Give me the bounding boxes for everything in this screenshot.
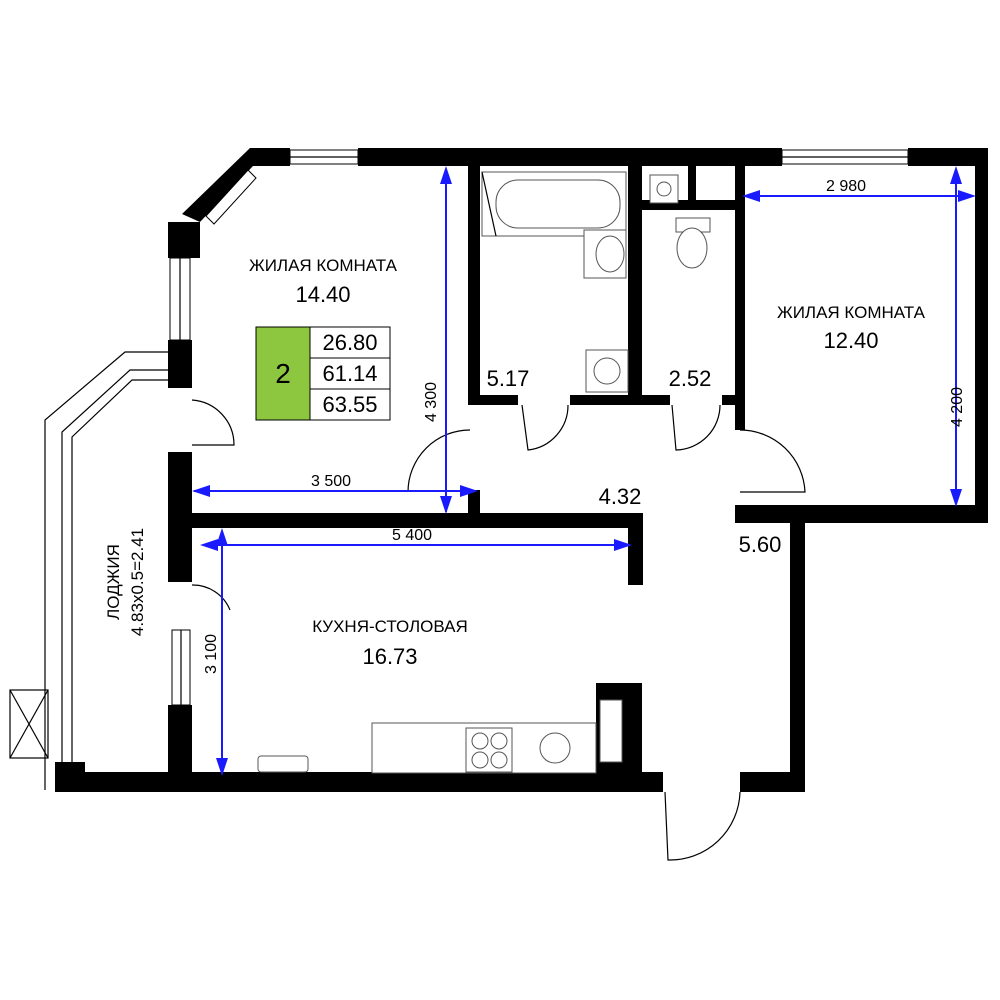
area-summary-badge: 2 26.80 61.14 63.55 <box>255 326 391 421</box>
room-area-bathroom: 5.17 <box>487 366 530 391</box>
room-area-wc: 2.52 <box>669 366 712 391</box>
living-area-value: 26.80 <box>322 330 377 355</box>
loggia-outline <box>9 351 168 790</box>
dim-living1-width: 3 500 <box>311 473 351 490</box>
room-label-living2: ЖИЛАЯ КОМНАТА <box>777 303 926 322</box>
dim-living2-depth: 4 200 <box>949 387 966 427</box>
dimension-lines <box>192 166 976 776</box>
total-with-loggia-value: 63.55 <box>322 392 377 417</box>
total-area-value: 61.14 <box>322 361 377 386</box>
fixtures <box>257 171 711 774</box>
room-label-kitchen: КУХНЯ-СТОЛОВАЯ <box>312 617 468 636</box>
room-label-living1: ЖИЛАЯ КОМНАТА <box>249 256 398 275</box>
room-area-living1: 14.40 <box>295 282 350 307</box>
dim-kitchen-width: 5 400 <box>392 527 432 544</box>
dim-living1-depth: 4 300 <box>423 382 440 422</box>
room-formula-loggia: 4.83x0.5=2.41 <box>128 528 147 636</box>
room-area-living2: 12.40 <box>823 328 878 353</box>
dim-kitchen-depth: 3 100 <box>203 634 220 674</box>
walls <box>55 148 988 792</box>
rooms-count: 2 <box>275 358 291 389</box>
room-area-hall: 4.32 <box>599 484 642 509</box>
room-area-kitchen: 16.73 <box>362 644 417 669</box>
windows <box>169 149 909 706</box>
room-label-loggia: ЛОДЖИЯ <box>104 544 123 620</box>
room-area-corridor: 5.60 <box>739 532 782 557</box>
dim-living2-width: 2 980 <box>826 178 866 195</box>
doors <box>191 399 806 861</box>
